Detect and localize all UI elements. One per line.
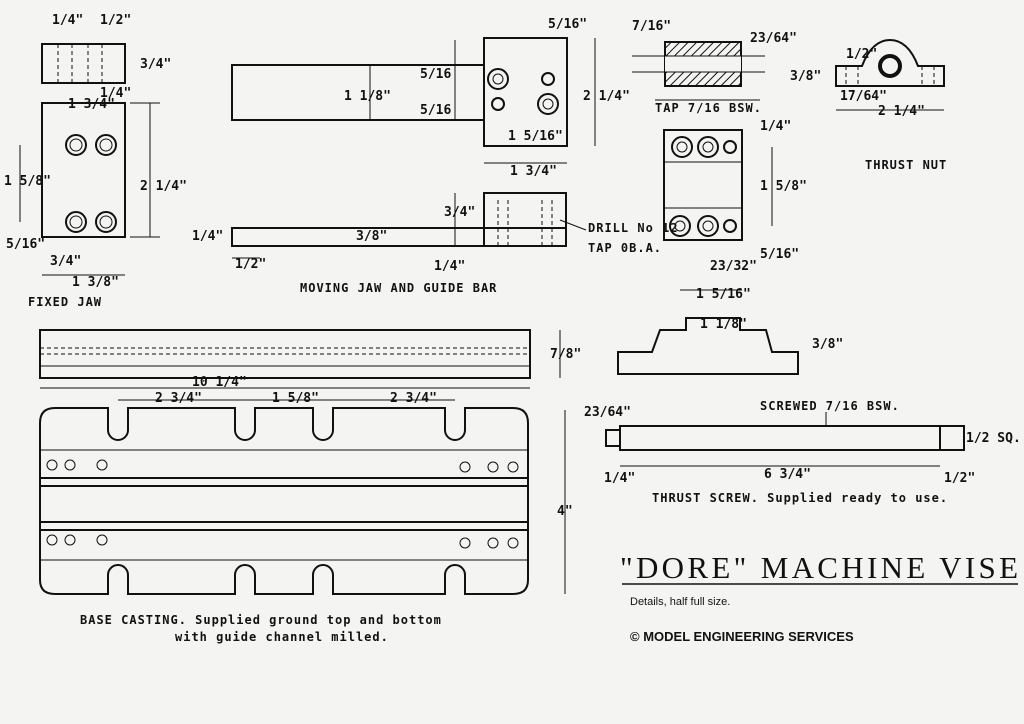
dim: 1/2" [846,47,877,62]
dim: 7/8" [550,347,581,362]
dim: 1/4" [52,13,83,28]
dim: 1 1/8" [700,317,747,332]
dim: 3/8" [790,69,821,84]
dim: 23/64" [750,31,797,46]
dim: 1/2" [100,13,131,28]
dim: 1 3/8" [72,275,119,290]
publisher: © MODEL ENGINEERING SERVICES [630,629,854,644]
dim: 5/16" [6,237,45,252]
dim: 2 3/4" [390,391,437,406]
fixed-jaw: 1/4" 1/2" 3/4" 1 3/4" 1/4" 1 5/8" 2 1/4"… [4,13,187,309]
dim: 1/4" [760,119,791,134]
dim: 1/2 SQ. [966,431,1021,446]
dim: 1/4" [100,86,131,101]
dim: 1 3/4" [510,164,557,179]
dim: 23/64" [584,405,631,420]
dim: 7/16" [632,19,671,34]
thrust-nut-label: THRUST NUT [865,158,947,172]
dim: 17/64" [840,89,887,104]
dim: 5/16" [548,17,587,32]
bolt-holes [65,134,117,233]
dim: 1/4" [434,259,465,274]
thread-note: SCREWED 7/16 BSW. [760,399,900,413]
dim: 2 1/4" [878,104,925,119]
base-label-1: BASE CASTING. Supplied ground top and bo… [80,613,442,627]
dim: 5/16 [420,103,451,118]
drawing-title: "DORE" MACHINE VISE [620,550,1018,585]
dim: 1 5/8" [272,391,319,406]
moving-jaw-label: MOVING JAW AND GUIDE BAR [300,281,497,295]
dim: 1/4" [604,471,635,486]
dim: 3/8" [356,229,387,244]
dim: 1 5/16" [508,129,563,144]
dim: 3/4" [140,57,171,72]
dim: 3/4" [444,205,475,220]
dim: 1/4" [192,229,223,244]
dim: 2 1/4" [583,89,630,104]
title-block: "DORE" MACHINE VISE Details, half full s… [620,550,1018,644]
dim: 2 1/4" [140,179,187,194]
dim: 3/8" [812,337,843,352]
base-label-2: with guide channel milled. [175,630,389,644]
dim: 1 5/8" [4,174,51,189]
dim: 5/16" [760,247,799,262]
bolt-holes [46,459,519,549]
thrust-nut: 7/16" 23/64" 3/8" 1/2" 17/64" 2 1/4" 1/4… [617,19,947,375]
thrust-screw: 23/64" 1/2 SQ. 1/4" 6 3/4" 1/2" SCREWED … [584,399,1021,505]
dim: 1 1/8" [344,89,391,104]
dim: 2 3/4" [155,391,202,406]
tap-note: TAP 0B.A. [588,241,662,255]
tap-note: TAP 7/16 BSW. [655,101,762,115]
drill-note: DRILL No 12 [588,221,678,235]
fixed-jaw-label: FIXED JAW [28,295,102,309]
dim: 1 5/8" [760,179,807,194]
dim: 1/2" [235,257,266,272]
dim: 4" [557,504,573,519]
dim: 1 3/4" [68,97,115,112]
dim: 1 5/16" [696,287,751,302]
dim: 3/4" [50,254,81,269]
base-casting: 7/8" 10 1/4" 2 3/4" 1 5/8" 2 3/4" 4" BAS… [39,329,581,644]
dim: 10 1/4" [192,375,247,390]
dim: 6 3/4" [764,467,811,482]
dim: 23/32" [710,259,757,274]
dim: 5/16 [420,67,451,82]
dim: 1/2" [944,471,975,486]
drawing-subtitle: Details, half full size. [630,596,730,608]
moving-jaw: 5/16" 5/16 5/16 1 1/8" 2 1/4" 1 5/16" 1 … [192,17,678,295]
thrust-screw-label: THRUST SCREW. Supplied ready to use. [652,491,948,505]
